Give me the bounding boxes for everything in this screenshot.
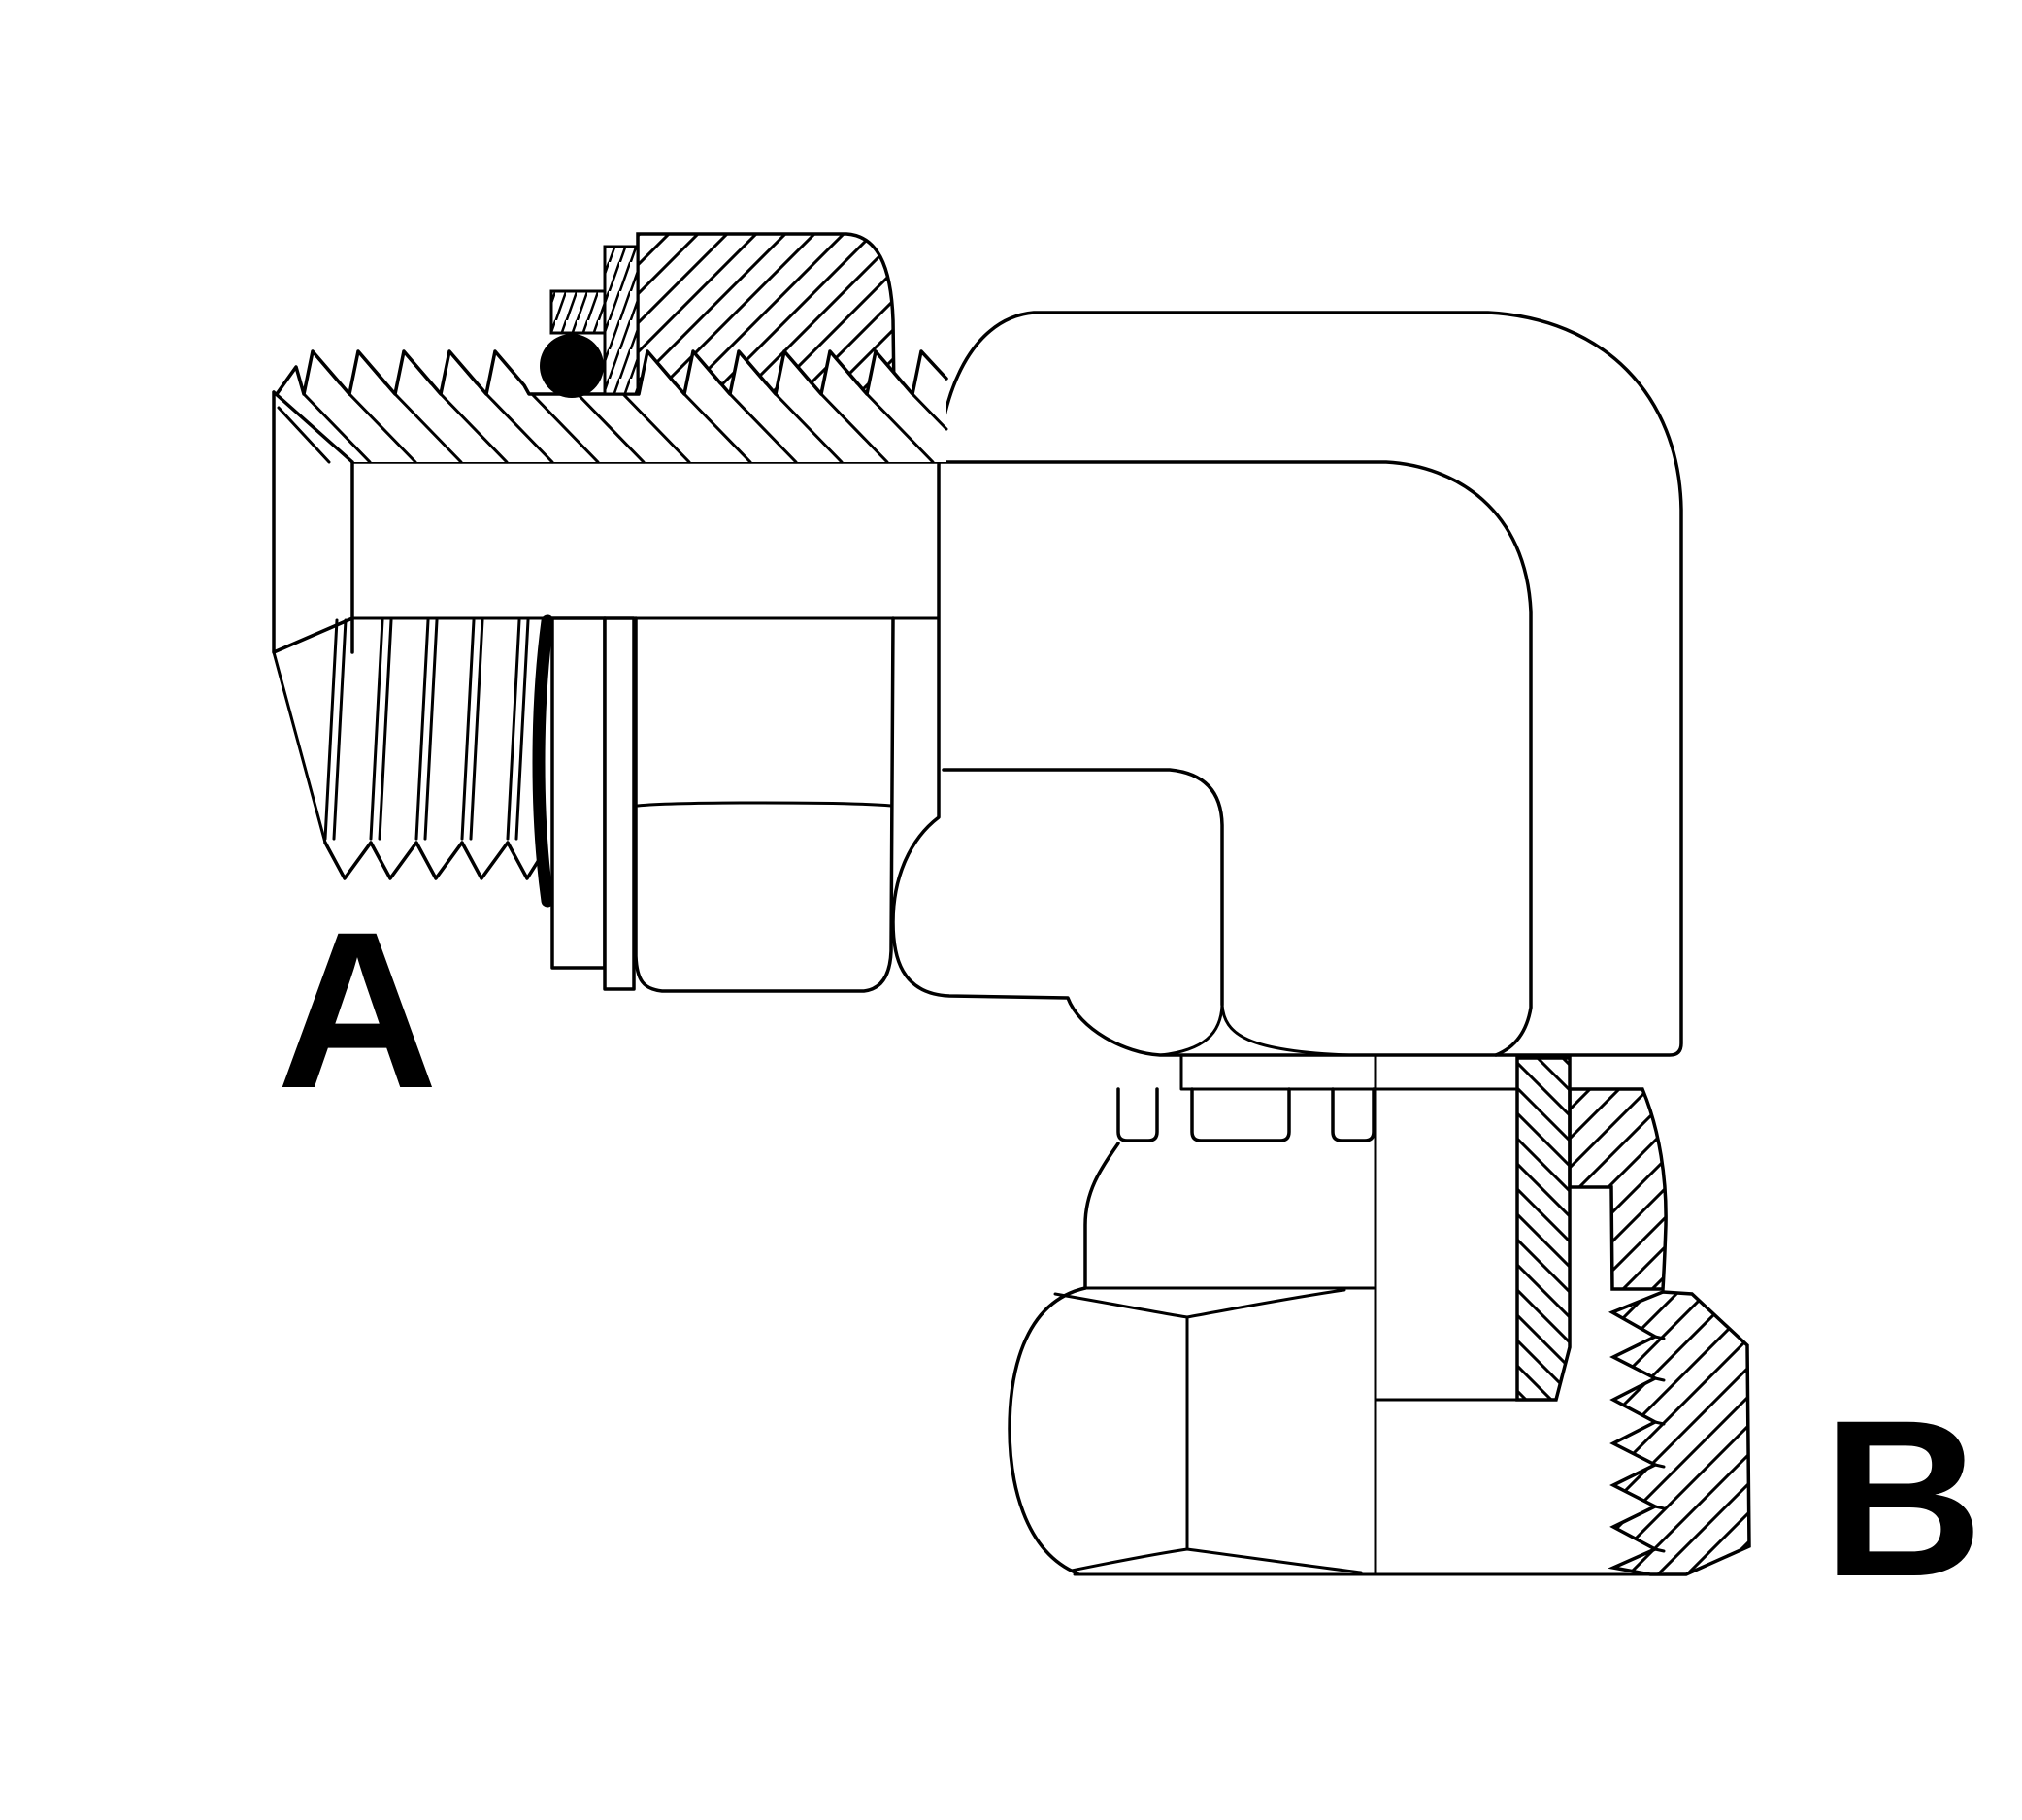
washer-elevation <box>603 616 636 991</box>
thread-helix-lines <box>323 618 530 841</box>
backup-ring-elevation <box>550 616 607 970</box>
inner-fillet-left <box>1159 1003 1224 1057</box>
washer-section <box>603 245 640 396</box>
female-thread-roots <box>1653 1335 1666 1553</box>
thread-wall-hatch <box>277 392 948 464</box>
inner-fillet-right <box>1220 1003 1351 1057</box>
bore-silhouette-inner <box>942 768 1224 1007</box>
swivel-port-b <box>1008 1053 1751 1576</box>
castellated-retainer <box>1116 1087 1376 1142</box>
nut-skirt-section <box>1568 1087 1668 1291</box>
stem-wall-section <box>1515 1056 1572 1402</box>
port-a-end-face <box>272 390 354 654</box>
bore-silhouette-upper <box>350 460 1533 1057</box>
jam-nut-elevation <box>634 616 895 993</box>
label-port-a: A <box>277 885 438 1135</box>
label-port-b: B <box>1822 1373 1983 1623</box>
hex-chamfer-top <box>1053 1288 1346 1319</box>
male-port-a-elevation <box>272 618 547 880</box>
nut-body-section <box>1608 1290 1751 1576</box>
thread-end-chamfer <box>272 650 327 844</box>
elbow-outer-contour <box>891 311 1683 1057</box>
backup-ring-section <box>549 289 607 335</box>
o-ring-section <box>540 334 604 398</box>
o-ring-elevation <box>532 614 554 908</box>
stem-flange-band <box>1179 1053 1519 1091</box>
jam-nut-hex-flat-line <box>636 801 893 808</box>
thread-flank-lines <box>311 349 905 385</box>
port-a-hardware <box>532 245 895 993</box>
elbow-body <box>350 311 1683 1057</box>
hex-nut-left-silhouette <box>1008 1286 1087 1575</box>
nut-neck <box>1083 1142 1120 1290</box>
jam-nut-section <box>636 232 896 396</box>
thread-tips-elevation <box>323 841 547 880</box>
hex-chamfer-bottom <box>1070 1547 1363 1574</box>
